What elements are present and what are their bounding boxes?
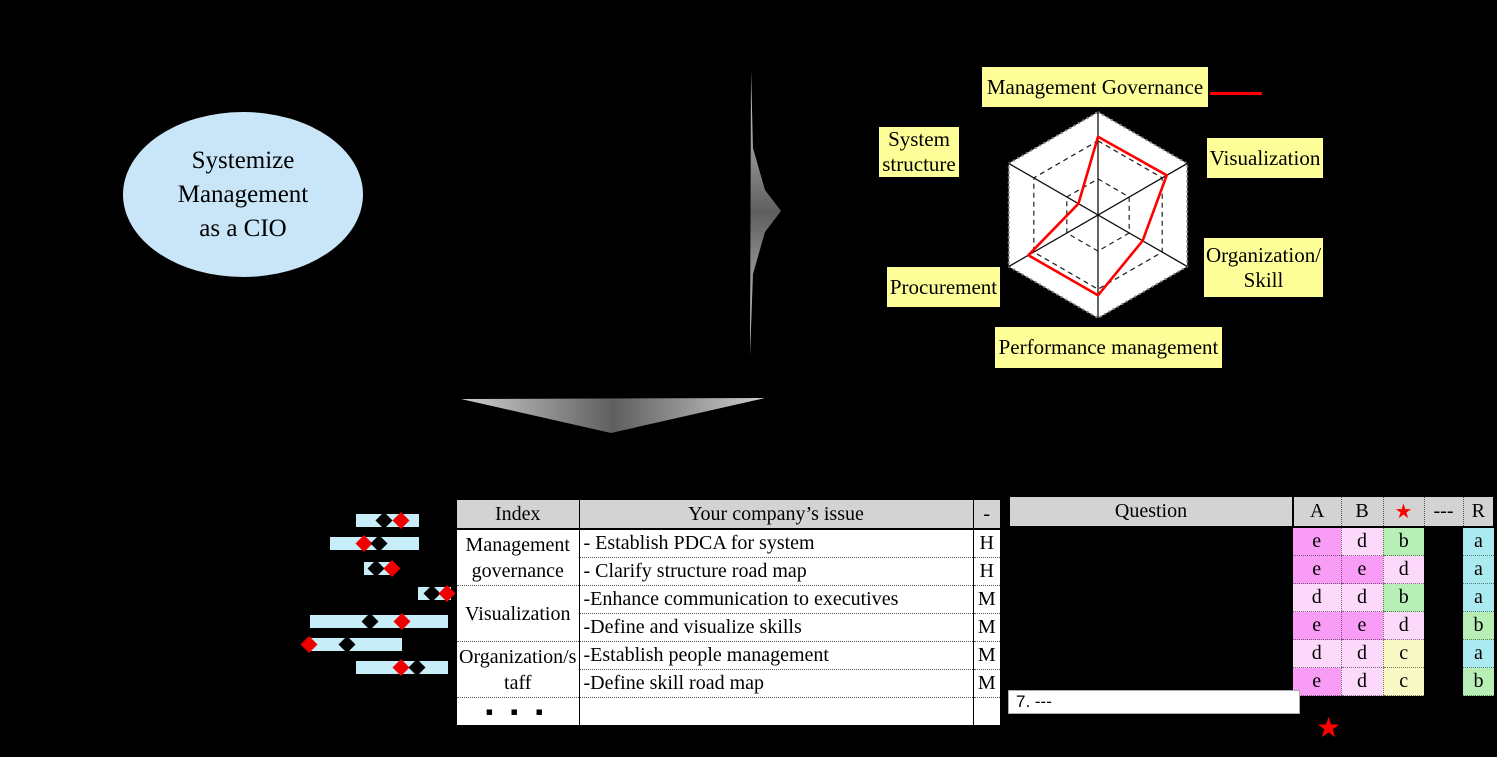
answer-cell: b	[1382, 527, 1424, 556]
issue-cell	[578, 697, 973, 726]
dash-cell	[1424, 556, 1463, 584]
column-header-dashes: ---	[1423, 495, 1463, 528]
flow-arrow-right	[750, 70, 781, 355]
issues-header-index: Index	[456, 499, 579, 530]
answer-cell: d	[1382, 555, 1424, 584]
question-cell	[1009, 584, 1293, 612]
level-cell: M	[972, 669, 1001, 698]
answer-cell: d	[1340, 639, 1383, 668]
answer-cell: e	[1340, 555, 1383, 584]
radar-label-procurement: Procurement	[887, 267, 1000, 307]
column-header-r: R	[1462, 495, 1495, 528]
radar-series-legend-line	[1210, 92, 1262, 95]
answer-cell: c	[1382, 639, 1424, 668]
question-7-row: 7. ---	[1008, 690, 1300, 714]
table-row: d d b a	[1009, 583, 1494, 612]
issue-cell: -Define and visualize skills	[578, 613, 973, 642]
dash-cell	[1424, 527, 1463, 556]
answer-cell: b	[1463, 611, 1494, 640]
footnote-star-icon: ★	[1316, 711, 1342, 744]
table-row: - Clarify structure road map H	[456, 557, 1001, 586]
answer-cell: e	[1340, 611, 1383, 640]
level-cell: M	[972, 613, 1001, 642]
dash-cell	[1424, 640, 1463, 668]
dash-cell	[1424, 584, 1463, 612]
table-row-ellipsis: ▪ ▪ ▪	[456, 697, 1001, 726]
answer-cell: d	[1340, 583, 1383, 612]
radar-chart	[1007, 110, 1189, 320]
table-row: Visualization -Enhance communication to …	[456, 585, 1001, 642]
radar-label-organization-skill: Organization/ Skill	[1204, 238, 1323, 297]
table-row: Management governance - Establish PDCA f…	[456, 529, 1001, 582]
goal-ellipse-text: Systemize Management as a CIO	[177, 146, 309, 242]
level-cell	[972, 697, 1001, 726]
answer-cell: a	[1463, 583, 1494, 612]
radar-label-management-governance: Management Governance	[982, 67, 1208, 107]
answer-cell: b	[1463, 667, 1494, 696]
question-cell	[1009, 527, 1293, 556]
index-cell: Visualization	[456, 585, 579, 642]
question-cell	[1009, 640, 1293, 668]
issue-range-bars-chart	[300, 512, 456, 676]
index-cell: Organization/staff	[456, 641, 579, 698]
answer-cell: d	[1340, 667, 1383, 696]
level-cell: H	[972, 529, 1001, 558]
answer-cell: a	[1463, 555, 1494, 584]
question-cell	[1009, 612, 1293, 640]
issue-cell: -Define skill road map	[578, 669, 973, 698]
level-cell: H	[972, 557, 1001, 586]
level-cell: M	[972, 585, 1001, 614]
goal-ellipse: Systemize Management as a CIO	[123, 112, 363, 277]
table-row: e e d b	[1009, 611, 1494, 640]
level-cell: M	[972, 641, 1001, 670]
issue-cell: -Enhance communication to executives	[578, 585, 973, 614]
question-header: Question	[1008, 495, 1294, 528]
radar-label-system-structure: System structure	[879, 127, 959, 177]
table-row: d d c a	[1009, 639, 1494, 668]
table-row: Organization/staff -Establish people man…	[456, 641, 1001, 698]
answer-cell: d	[1293, 583, 1341, 612]
issues-table: Index Your company’s issue - Management …	[455, 498, 1002, 727]
issues-header-dash: -	[972, 499, 1001, 530]
column-header-star-icon: ★	[1382, 495, 1424, 528]
answer-cell: e	[1293, 527, 1341, 556]
ellipsis-cell: ▪ ▪ ▪	[456, 697, 579, 726]
answer-cell: e	[1293, 667, 1341, 696]
table-row: e e d a	[1009, 555, 1494, 584]
dash-cell	[1424, 668, 1463, 696]
answer-cell: a	[1463, 527, 1494, 556]
answer-cell: b	[1382, 583, 1424, 612]
radar-label-performance-management: Performance management	[995, 327, 1222, 368]
column-header-a: A	[1292, 495, 1341, 528]
answer-cell: c	[1382, 667, 1424, 696]
dash-cell	[1424, 612, 1463, 640]
issue-cell: - Clarify structure road map	[578, 557, 973, 586]
issue-cell: -Establish people management	[578, 641, 973, 670]
flow-arrow-down	[461, 398, 765, 433]
answer-cell: e	[1293, 555, 1341, 584]
column-header-b: B	[1340, 495, 1383, 528]
answer-cell: a	[1463, 639, 1494, 668]
issue-cell: - Establish PDCA for system	[578, 529, 973, 558]
issues-table-header-row: Index Your company’s issue -	[456, 499, 1001, 530]
answer-cell: d	[1340, 527, 1383, 556]
table-row: -Define and visualize skills M	[456, 613, 1001, 642]
question-7-text: 7. ---	[1016, 692, 1052, 711]
radar-label-visualization: Visualization	[1207, 138, 1323, 178]
question-cell	[1009, 556, 1293, 584]
answer-cell: d	[1382, 611, 1424, 640]
answer-cell: d	[1293, 639, 1341, 668]
answer-cell: e	[1293, 611, 1341, 640]
table-row: e d b a	[1009, 527, 1494, 556]
index-cell: Management governance	[465, 533, 570, 582]
question-table: Question A B ★ --- R e d b a e e d a d d	[1008, 495, 1495, 696]
question-table-header-row: Question A B ★ --- R	[1008, 495, 1495, 528]
table-row: -Define skill road map M	[456, 669, 1001, 698]
issues-header-issue: Your company’s issue	[578, 499, 973, 530]
